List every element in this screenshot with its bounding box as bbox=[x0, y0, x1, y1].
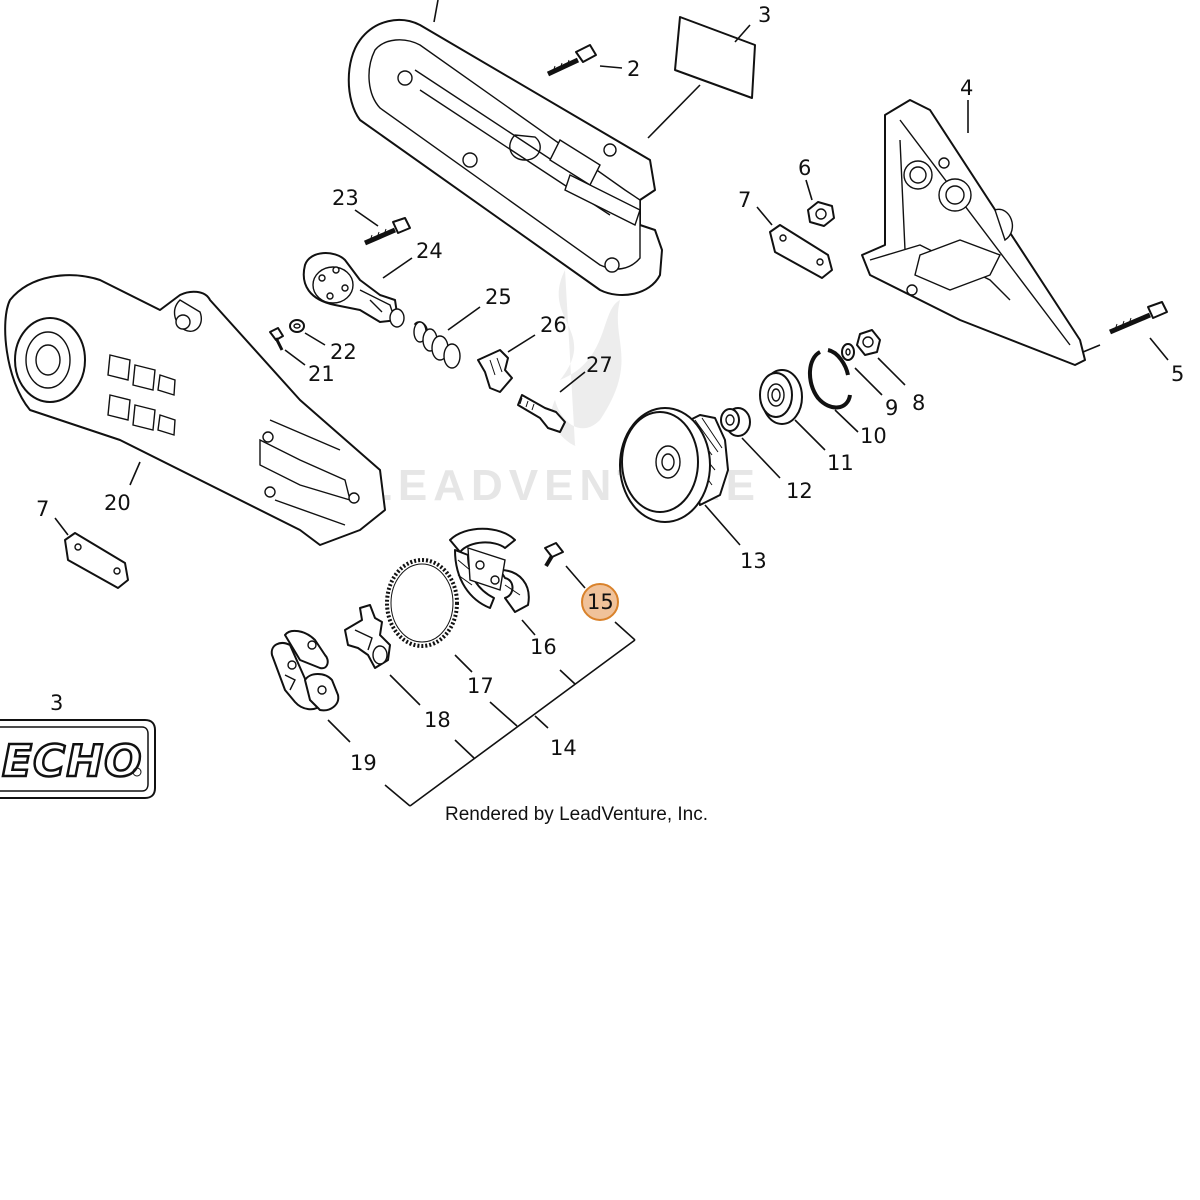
part-clutch-shoes-16 bbox=[449, 527, 530, 613]
part-worm-gear-26 bbox=[477, 349, 513, 393]
part-bolt-2 bbox=[546, 44, 597, 77]
label-part-3-logo: 3 bbox=[50, 691, 63, 715]
credit-text: Rendered by LeadVenture, Inc. bbox=[445, 804, 708, 825]
label-part-7-lower: 7 bbox=[36, 497, 49, 521]
label-part-8: 8 bbox=[912, 391, 925, 415]
part-plunger-27 bbox=[517, 394, 566, 433]
part-bearing-11 bbox=[759, 369, 803, 425]
label-part-11: 11 bbox=[827, 451, 854, 475]
label-part-26: 26 bbox=[540, 313, 567, 337]
assembly-bracket-14 bbox=[384, 621, 636, 807]
part-plate-7-lower bbox=[64, 532, 129, 589]
part-screw-21 bbox=[269, 327, 284, 351]
part-bolt-15 bbox=[544, 542, 564, 568]
label-part-14: 14 bbox=[550, 736, 577, 760]
label-part-17: 17 bbox=[467, 674, 494, 698]
part-clutch-plates-19 bbox=[270, 629, 340, 712]
label-part-15: 15 bbox=[587, 590, 614, 614]
label-part-20: 20 bbox=[104, 491, 131, 515]
label-part-12: 12 bbox=[786, 479, 813, 503]
part-bolt-5 bbox=[1109, 301, 1168, 335]
label-part-9: 9 bbox=[885, 396, 898, 420]
part-spring-25 bbox=[413, 321, 461, 369]
watermark-flame-icon bbox=[551, 270, 622, 446]
part-clutch-drum-13 bbox=[619, 407, 729, 523]
label-part-22: 22 bbox=[330, 340, 357, 364]
part-clutch-hub-18 bbox=[344, 604, 391, 669]
part-garter-spring-17 bbox=[385, 558, 459, 648]
label-part-25: 25 bbox=[485, 285, 512, 309]
part-plate-7-upper bbox=[769, 224, 833, 279]
label-part-4: 4 bbox=[960, 76, 973, 100]
part-oil-pump-24 bbox=[302, 252, 405, 328]
part-bushing-12 bbox=[720, 407, 751, 437]
echo-logo-text: ECHO bbox=[2, 736, 143, 787]
part-nut-8 bbox=[856, 329, 881, 356]
label-part-5: 5 bbox=[1171, 362, 1184, 386]
label-part-7-upper: 7 bbox=[738, 188, 751, 212]
label-part-27: 27 bbox=[586, 353, 613, 377]
label-part-13: 13 bbox=[740, 549, 767, 573]
part-outer-cover bbox=[347, 19, 663, 296]
part-snap-ring-10 bbox=[808, 348, 852, 410]
part-bolt-23 bbox=[364, 217, 411, 246]
label-part-23: 23 bbox=[332, 186, 359, 210]
part-nut-6 bbox=[807, 201, 835, 227]
part-rear-cover-4 bbox=[861, 99, 1086, 366]
label-part-16: 16 bbox=[530, 635, 557, 659]
label-part-21: 21 bbox=[308, 362, 335, 386]
label-part-6: 6 bbox=[798, 156, 811, 180]
label-part-2: 2 bbox=[627, 57, 640, 81]
part-label-sticker-3 bbox=[674, 16, 756, 99]
part-washer-22 bbox=[289, 319, 305, 333]
label-part-18: 18 bbox=[424, 708, 451, 732]
label-part-19: 19 bbox=[350, 751, 377, 775]
label-part-10: 10 bbox=[860, 424, 887, 448]
label-part-24: 24 bbox=[416, 239, 443, 263]
part-gear-case-20 bbox=[4, 274, 386, 546]
part-washer-9 bbox=[841, 343, 855, 361]
echo-logo-sticker: ECHO bbox=[0, 719, 156, 799]
label-part-3: 3 bbox=[758, 3, 771, 27]
highlight-callout-15: 15 bbox=[581, 583, 619, 621]
